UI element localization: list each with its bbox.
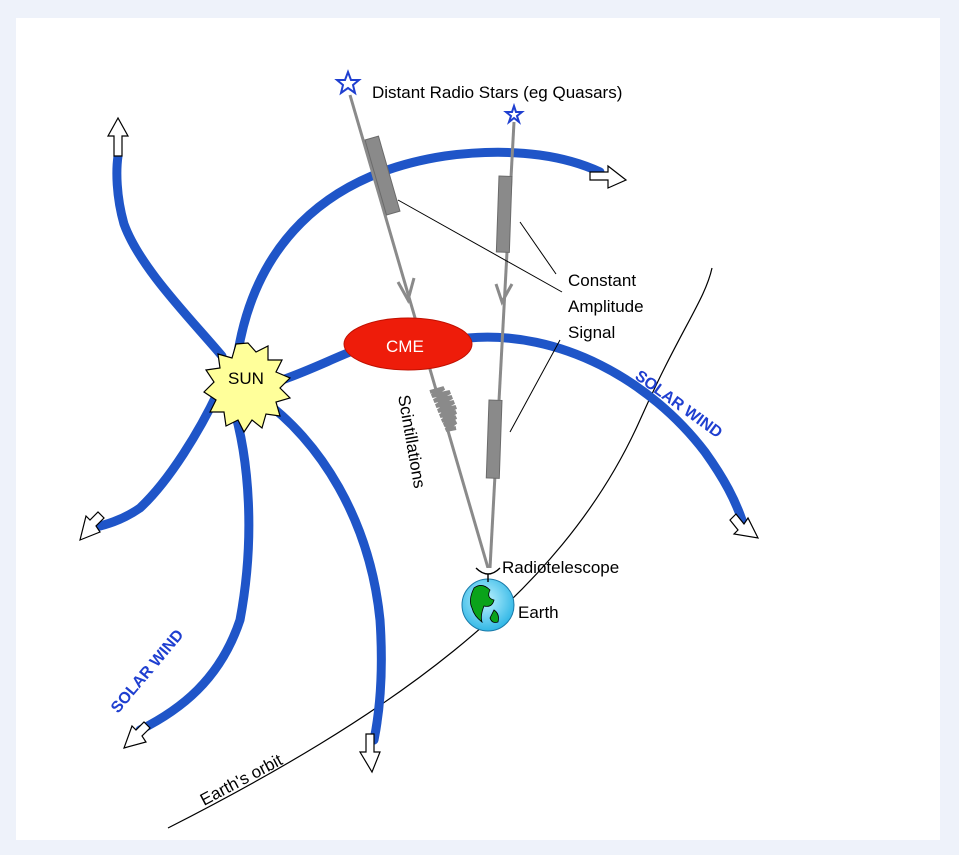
constant-signal-label-1: Constant [568, 271, 636, 290]
continent-shape [470, 585, 499, 624]
field-line-lower-left [135, 397, 254, 735]
constant-signal-label-2: Amplitude [568, 297, 644, 316]
constant-signal-label-3: Signal [568, 323, 615, 342]
arrow-heads [79, 116, 760, 774]
star-icon [334, 69, 362, 96]
constant-segments [364, 135, 513, 479]
field-line-lower-mid [255, 393, 386, 745]
radiotelescope-label: Radiotelescope [502, 558, 619, 577]
signal-segment [485, 399, 503, 479]
star-icon [503, 102, 525, 125]
pointer-lines [397, 199, 563, 433]
arrow-head-icon [123, 721, 151, 749]
arrow-head-icon [396, 277, 416, 304]
field-line-top-arc [233, 147, 605, 357]
scintillation-waveform [429, 386, 458, 432]
ray-arrows [396, 277, 514, 306]
sun-label: SUN [228, 369, 264, 388]
arrow-head-icon [729, 513, 760, 539]
signal-segment [364, 135, 401, 216]
cme-label: CME [386, 337, 424, 356]
earth-orbit-line [167, 267, 713, 829]
dish-icon [475, 567, 501, 582]
cme-blob [343, 317, 473, 371]
arrow-head-icon [589, 164, 628, 189]
arrow-head-icon [358, 733, 381, 774]
arrow-head-icon [106, 116, 130, 157]
arrow-head-icon [79, 511, 105, 541]
signal-segment [495, 175, 513, 253]
canvas-panel [16, 18, 940, 840]
field-line-top-left [112, 151, 227, 361]
radio-stars-label: Distant Radio Stars (eg Quasars) [372, 83, 622, 102]
earth-label: Earth [518, 603, 559, 622]
arrow-head-icon [494, 283, 514, 306]
sun-icon [203, 342, 292, 434]
field-line-left [87, 387, 223, 533]
